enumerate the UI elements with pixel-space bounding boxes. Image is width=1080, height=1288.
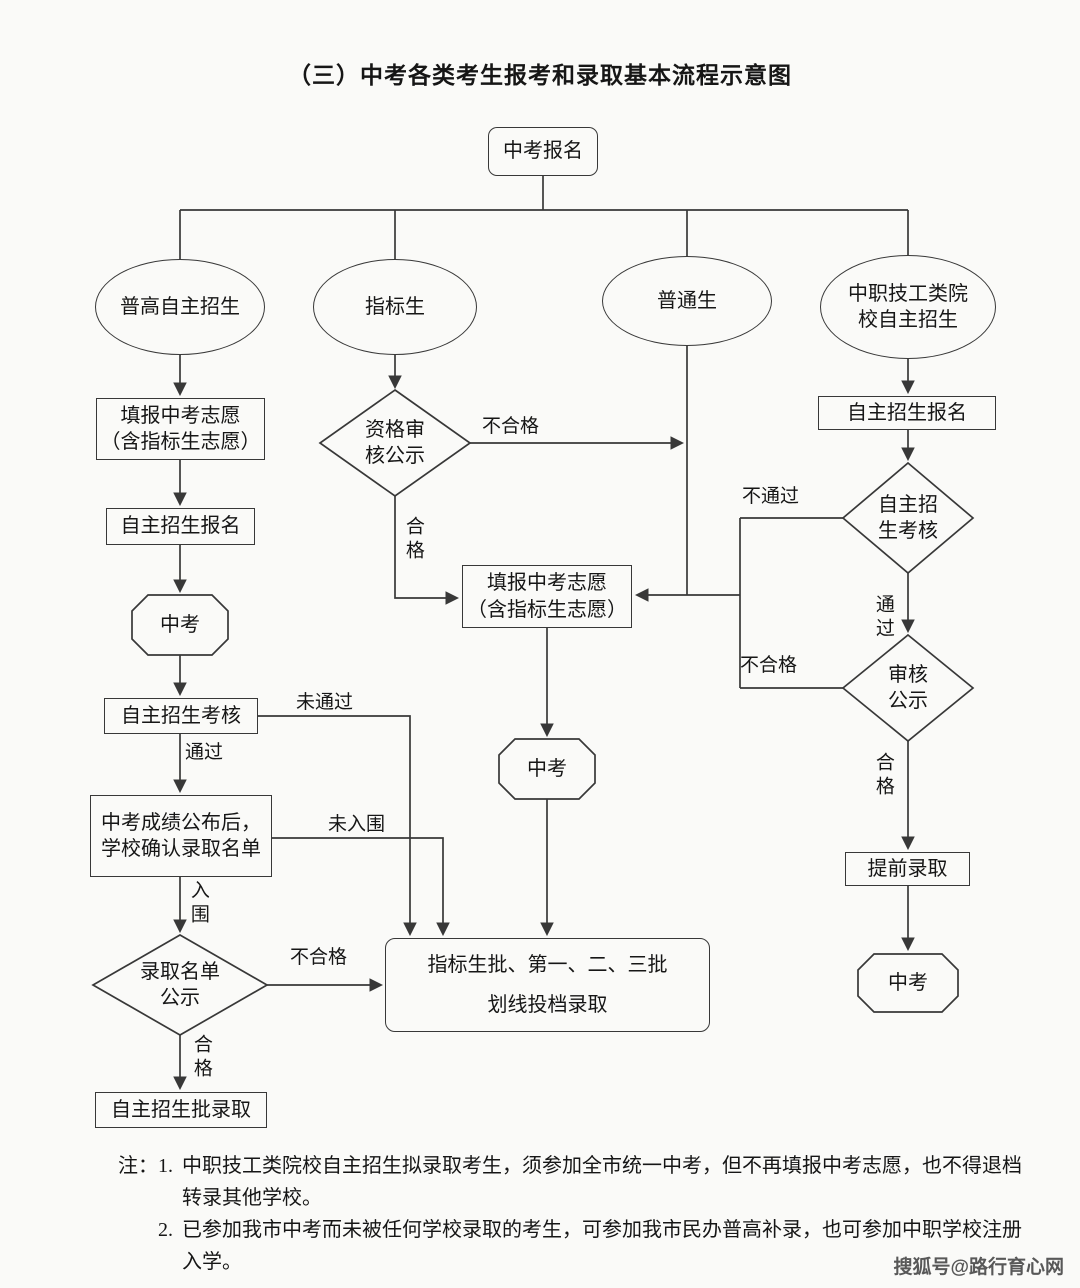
edge-label-unqualified-right: 不合格 [740,655,798,676]
octagon-left-exam [131,594,229,656]
edge-label-qualified-mid: 合格 [402,516,424,564]
node-exam-registration: 中考报名 [488,127,598,176]
edge-label-qualified-right: 合格 [872,752,894,800]
node-right-early-admit: 提前录取 [845,852,970,886]
edge-label-unqualified-left: 不合格 [290,947,348,968]
node-left-confirm-line1: 中考成绩公布后， [101,811,261,834]
watermark: 搜狐号@路行育心网 [893,1257,1064,1278]
note-item-2: 2. 已参加我市中考而未被任何学校录取的考生，可参加我市民办普高补录，也可参加中… [118,1214,1034,1278]
node-mid-fill-wish: 填报中考志愿 （含指标生志愿） [462,565,632,628]
node-right-assess-line2: 生考核 [878,520,938,542]
node-left-admit: 自主招生批录取 [95,1092,267,1128]
node-left-fill-wish-line2: （含指标生志愿） [100,431,261,453]
note-item-1-text: 中职技工类院校自主招生拟录取考生，须参加全市统一中考，但不再填报中考志愿，也不得… [182,1155,1022,1209]
edge-label-shortlisted: 入围 [187,880,209,928]
octagon-right-exam [857,953,959,1013]
edge-left-notpassed [258,715,417,937]
node-left-assess: 自主招生考核 [104,698,258,734]
note-item-2-number: 2. [158,1219,173,1241]
node-zhongzhi-label-line2: 校自主招生 [858,309,958,331]
node-left-signup: 自主招生报名 [106,508,255,545]
page-title: （三）中考各类考生报考和录取基本流程示意图 [288,63,792,88]
edge-label-passed-left: 通过 [185,742,224,763]
node-mid-fill-wish-line1: 填报中考志愿 [487,572,607,595]
node-mid-fill-wish-line2: （含指标生志愿） [467,598,627,621]
diamond-left-list [91,934,269,1036]
node-final-admission-line2: 划线投档录取 [487,993,608,1016]
edge-label-not-passed-left: 未通过 [296,692,354,713]
edge-label-not-shortlisted: 未入围 [328,814,386,835]
node-left-admit-label: 自主招生批录取 [111,1098,251,1121]
node-final-admission: 指标生批、第一、二、三批 划线投档录取 [385,938,710,1032]
node-mid-exam-label: 中考 [527,757,567,780]
node-left-admission-list-line2: 公示 [160,987,200,1009]
node-left-admission-list: 录取名单 公示 [105,945,255,1025]
octagon-mid-exam [498,738,596,800]
notes-section: 注：1. 中职技工类院校自主招生拟录取考生，须参加全市统一中考，但不再填报中考志… [118,1150,1034,1278]
node-right-early-admit-label: 提前录取 [867,857,948,880]
node-left-fill-wish: 填报中考志愿 （含指标生志愿） [96,398,265,460]
node-left-admission-list-line1: 录取名单 [140,960,220,983]
node-mid-qualification-review-line1: 资格审 [365,418,425,441]
node-right-assess-line1: 自主招 [878,493,938,516]
node-pugao-label: 普高自主招生 [120,295,240,318]
node-mid-qualification-review: 资格审 核公示 [330,405,460,481]
node-zhibiao-label: 指标生 [365,295,425,318]
node-left-confirm-line2: 学校确认录取名单 [101,838,261,860]
node-exam-registration-label: 中考报名 [503,140,583,163]
node-putong-branch: 普通生 [602,256,772,346]
node-right-review-line2: 公示 [888,690,928,712]
diamond-right-review [841,633,975,743]
node-zhibiao-branch: 指标生 [313,259,477,355]
node-pugao-branch: 普高自主招生 [95,259,265,355]
node-zhongzhi-label-line1: 中职技工类院 [848,282,968,305]
edge-mid-qualified [394,496,460,605]
edge-label-passed-right: 通过 [872,594,894,642]
edge-left-notshortlisted [272,837,450,937]
edge-label-qualified-left: 合格 [190,1034,212,1082]
node-left-signup-label: 自主招生报名 [120,515,241,538]
node-right-exam-label: 中考 [888,971,928,994]
diamond-mid-review [318,388,472,498]
node-left-exam-label: 中考 [160,613,200,636]
shapes [91,388,975,1036]
node-right-review-line1: 审核 [888,663,928,686]
edges [173,176,915,1091]
node-right-assess: 自主招 生考核 [848,470,968,566]
node-right-signup: 自主招生报名 [818,396,996,430]
node-mid-qualification-review-line2: 核公示 [365,445,425,467]
node-mid-exam: 中考 [499,739,595,799]
diamond-right-assess [841,461,975,575]
note-item-1-number: 注：1. [118,1155,173,1177]
note-item-1: 注：1. 中职技工类院校自主招生拟录取考生，须参加全市统一中考，但不再填报中考志… [118,1150,1034,1214]
note-item-2-text: 已参加我市中考而未被任何学校录取的考生，可参加我市民办普高补录，也可参加中职学校… [182,1219,1022,1273]
node-left-fill-wish-line1: 填报中考志愿 [120,404,241,427]
node-zhongzhi-branch: 中职技工类院 校自主招生 [820,255,996,359]
node-left-assess-label: 自主招生考核 [121,704,241,727]
edge-label-unqualified-mid: 不合格 [482,416,540,437]
node-putong-label: 普通生 [657,289,717,312]
node-right-review: 审核 公示 [848,640,968,736]
node-left-exam: 中考 [132,595,228,655]
node-left-confirm: 中考成绩公布后， 学校确认录取名单 [90,795,272,877]
node-right-exam: 中考 [858,954,958,1012]
edge-label-not-passed-right: 不通过 [742,486,800,507]
node-final-admission-line1: 指标生批、第一、二、三批 [427,954,668,977]
node-right-signup-label: 自主招生报名 [847,401,967,424]
